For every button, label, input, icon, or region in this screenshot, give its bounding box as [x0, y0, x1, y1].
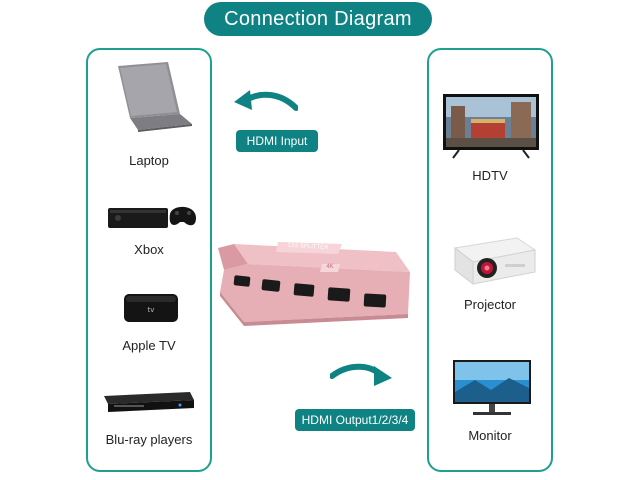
- projector-icon: [453, 237, 537, 286]
- source-label-xbox: Xbox: [134, 242, 164, 257]
- display-label-monitor: Monitor: [468, 428, 512, 443]
- apple-tv-icon: tv: [124, 294, 178, 322]
- splitter-badge: 4K: [326, 264, 334, 270]
- display-label-hdtv: HDTV: [472, 168, 508, 183]
- output-arrow-icon: [330, 363, 392, 386]
- source-label-apple-tv: Apple TV: [122, 338, 176, 353]
- hdtv-icon: [443, 94, 539, 159]
- source-label-laptop: Laptop: [129, 153, 169, 168]
- svg-text:tv: tv: [148, 306, 155, 314]
- xbox-icon: [108, 206, 196, 228]
- laptop-icon: [118, 62, 192, 132]
- hdmi-output-label: HDMI Output1/2/3/4: [295, 409, 415, 431]
- diagram-title: Connection Diagram: [204, 2, 432, 36]
- display-label-projector: Projector: [463, 297, 517, 312]
- input-arrow-icon: [234, 90, 298, 111]
- hdmi-input-label: HDMI Input: [236, 130, 318, 152]
- blu-ray-player-icon: [104, 392, 194, 412]
- source-devices-panel: Laptop Xbox tv Apple TV Blu-ray players: [86, 48, 212, 472]
- display-devices-panel: HDTV Projector Monitor: [427, 48, 553, 472]
- hdmi-splitter-device: [218, 242, 410, 326]
- monitor-icon: [453, 360, 531, 415]
- source-label-blu-ray: Blu-ray players: [105, 432, 193, 447]
